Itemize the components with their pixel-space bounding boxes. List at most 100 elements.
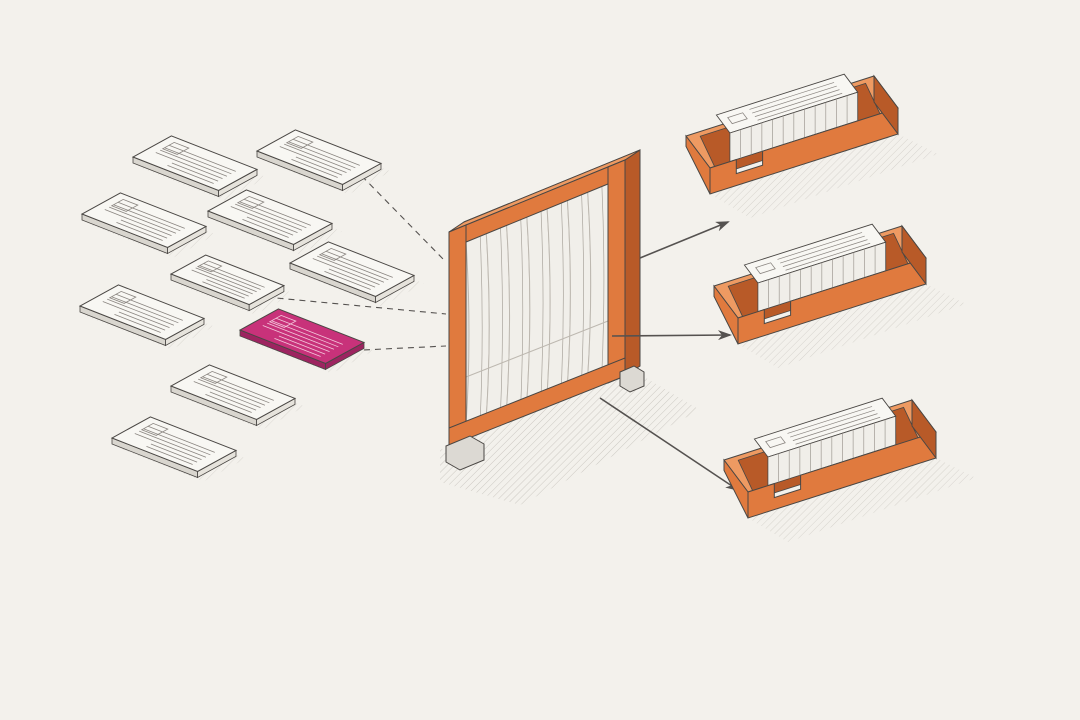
document-text-line — [146, 446, 193, 465]
curtain-fold — [500, 227, 503, 412]
document-text-line — [239, 201, 307, 229]
document-text-line — [167, 165, 214, 184]
document-text-line — [199, 265, 261, 290]
document-text-line — [118, 311, 166, 331]
curtain-fold — [540, 211, 544, 396]
document-text-line — [235, 203, 303, 231]
curtain-filter-frame — [445, 149, 645, 471]
curtain-strip — [566, 191, 592, 386]
paper-text-line — [790, 409, 875, 438]
tray-side-wall — [713, 284, 739, 345]
paper-text-line — [795, 416, 881, 445]
document-text-line — [195, 267, 257, 293]
document-text-line — [230, 206, 298, 234]
document-text-line — [267, 322, 335, 350]
paper-thumbnail — [755, 262, 776, 275]
curtain-strip — [506, 216, 531, 410]
document-text-line — [150, 443, 198, 463]
document-thumbnail — [110, 198, 139, 212]
curtain-fold — [520, 219, 524, 404]
paper-text-line — [757, 92, 843, 121]
document-text-line — [111, 296, 179, 324]
document-text-line — [107, 298, 175, 326]
document-text-line — [147, 425, 215, 453]
paper-text-line — [777, 232, 863, 260]
document-scatter — [78, 129, 424, 482]
document-text-line — [114, 314, 161, 333]
document-text-line — [116, 222, 163, 241]
sorted-trays — [685, 73, 976, 542]
document-thumbnail — [285, 135, 314, 149]
document-text-line — [120, 219, 168, 239]
curtain-strip — [485, 224, 511, 418]
document-text-line — [171, 162, 219, 182]
paper-text-line — [782, 239, 868, 267]
document-sheet — [110, 416, 246, 482]
tray-front-wall — [737, 257, 927, 345]
document-text-line — [104, 209, 172, 237]
output-arrows — [599, 221, 740, 492]
tray-front-wall — [747, 431, 937, 519]
document-text-line — [134, 433, 202, 461]
document-text-line — [115, 293, 183, 321]
document-thumbnail — [196, 260, 223, 273]
document-text-line — [317, 255, 385, 283]
filter-floor-shadow — [440, 372, 700, 505]
filter-foot-left — [445, 435, 485, 471]
document-text-line — [205, 394, 252, 413]
tray-side-wall — [911, 398, 937, 460]
output-arrow — [599, 397, 740, 492]
filter-frame-right-side — [624, 149, 641, 377]
document-text-line — [191, 269, 253, 295]
document-text-line — [160, 149, 228, 177]
document-text-line — [246, 216, 294, 236]
dashed-connector — [266, 296, 447, 315]
document-sheet — [78, 284, 214, 350]
dashed-connector — [361, 175, 447, 263]
tray-shadow — [738, 284, 966, 368]
document-text-line — [117, 201, 185, 229]
document-thumbnail — [318, 247, 347, 261]
output-tray — [713, 223, 966, 368]
document-text-line — [262, 325, 330, 353]
document-text-line — [102, 301, 170, 329]
document-text-line — [164, 147, 232, 175]
tray-shadow — [710, 134, 938, 218]
document-thumbnail — [140, 422, 169, 436]
document-text-line — [143, 428, 211, 456]
document-sheet — [288, 241, 424, 307]
document-sheet — [255, 129, 391, 195]
paper-text-line — [792, 413, 878, 441]
paper-text-line — [785, 242, 871, 271]
output-arrow — [611, 330, 732, 341]
document-text-line — [321, 253, 389, 281]
document-text-line — [109, 206, 177, 234]
document-thumbnail — [161, 141, 190, 155]
output-tray — [723, 397, 976, 542]
document-thumbnail — [108, 290, 137, 304]
document-text-line — [279, 146, 347, 174]
tray-side-wall — [723, 458, 749, 519]
document-text-line — [274, 338, 321, 357]
paper-text-line — [780, 235, 865, 264]
document-text-line — [206, 279, 249, 297]
document-sheet — [206, 189, 342, 255]
shadow-layer — [440, 372, 700, 505]
document-sheet — [80, 192, 216, 258]
tray-side-wall — [873, 74, 899, 136]
document-text-line — [198, 378, 266, 406]
document-text-line — [243, 198, 311, 226]
filter-frame-left-post — [448, 224, 467, 447]
document-text-line — [168, 144, 236, 172]
document-text-line — [206, 373, 274, 401]
curtain-seam — [465, 320, 609, 378]
document-text-line — [193, 381, 261, 409]
document-text-line — [242, 219, 289, 238]
curtain-fold — [581, 194, 584, 380]
document-text-line — [295, 156, 343, 176]
paper-text-line — [749, 82, 835, 110]
document-text-line — [203, 263, 265, 288]
document-text-line — [155, 152, 223, 180]
document-text-line — [113, 204, 181, 232]
